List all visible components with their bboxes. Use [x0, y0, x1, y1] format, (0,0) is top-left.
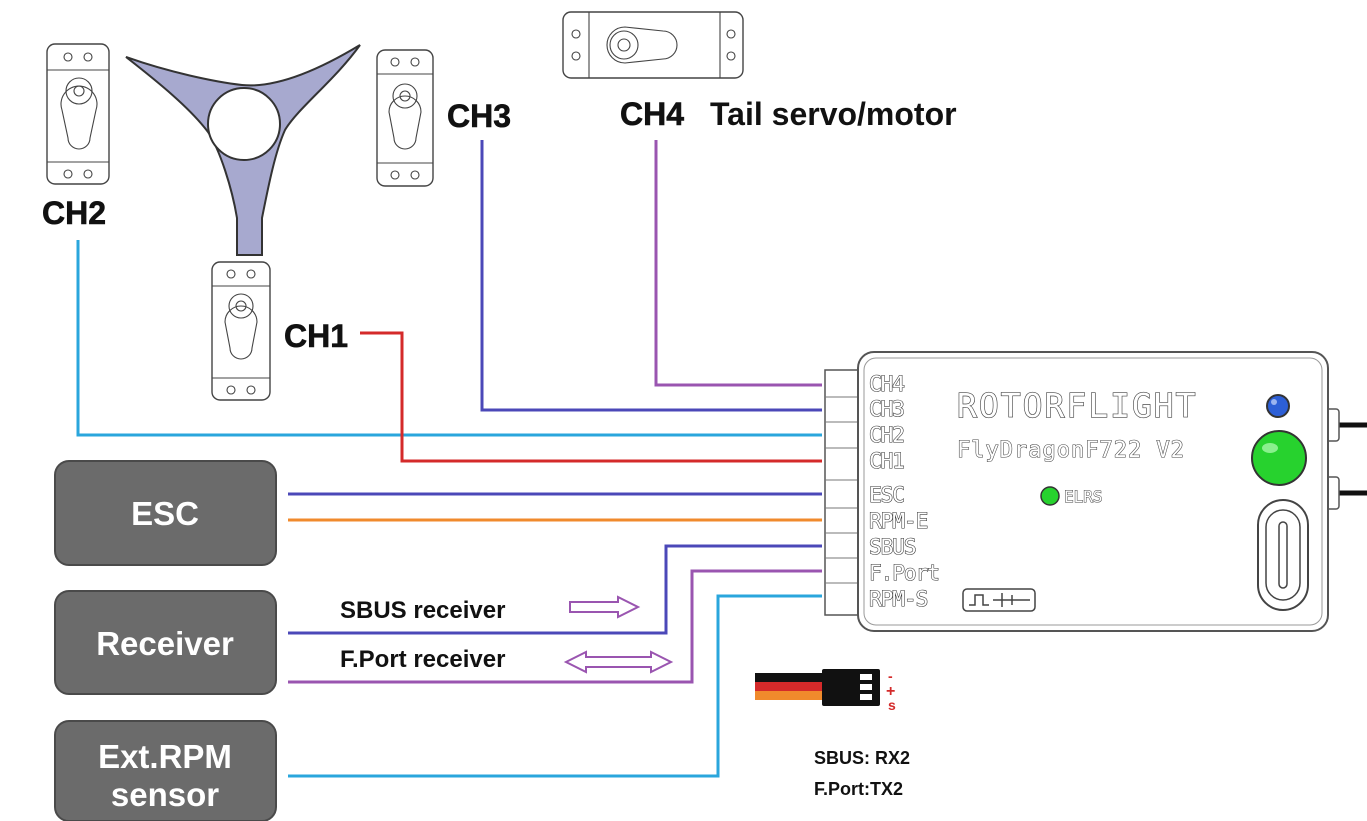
pin-rpm-e: RPM-E — [869, 509, 928, 533]
board-model: FlyDragonF722 V2 — [957, 438, 1185, 463]
ext-rpm-label-line2: sensor — [111, 776, 219, 813]
swashplate-icon — [125, 44, 361, 256]
pin-ch3: CH3 — [869, 397, 904, 421]
fport-wire — [288, 569, 822, 684]
fport-bidirectional-arrow-icon — [563, 650, 674, 674]
elrs-label: ELRS — [1064, 487, 1103, 506]
pin-ch1: CH1 — [869, 449, 904, 473]
pin-sbus: SBUS — [869, 535, 916, 559]
ext-rpm-label-line1: Ext.RPM — [98, 738, 232, 775]
elrs-led-icon — [1040, 486, 1060, 506]
pin-ch2: CH2 — [869, 423, 904, 447]
esc-label: ESC — [131, 495, 199, 532]
pulse-symbol-icon — [962, 588, 1036, 612]
ch4-wire — [654, 140, 822, 387]
sbus-receiver-label: SBUS receiver — [340, 597, 505, 624]
ch3-label: CH3 — [447, 98, 511, 134]
pin-esc: ESC — [869, 483, 904, 507]
pin-header-slots — [825, 396, 860, 584]
ch3-wire — [480, 140, 822, 412]
blue-led-icon — [1266, 394, 1290, 418]
ch2-wire — [76, 240, 822, 437]
ext-rpm-sensor-box: Ext.RPM sensor — [54, 720, 277, 821]
tail-servo-label: Tail servo/motor — [710, 96, 957, 132]
flight-controller: CH4 CH3 CH2 CH1 ESC RPM-E SBUS F.Port RP… — [824, 351, 1367, 632]
sbus-uart-note: SBUS: RX2 — [814, 748, 910, 768]
esc-box: ESC — [54, 460, 277, 566]
pin-fport: F.Port — [869, 561, 939, 585]
sbus-wire — [288, 544, 822, 635]
plug-signal-label: s — [888, 697, 896, 713]
wires — [76, 140, 822, 778]
rpm-s-wire — [288, 594, 822, 778]
pin-rpm-s: RPM-S — [869, 587, 928, 611]
fport-uart-note: F.Port:TX2 — [814, 779, 903, 799]
ch4-servo-icon — [562, 11, 744, 79]
ch1-servo-icon — [211, 261, 271, 401]
ch4-label: CH4 — [620, 96, 684, 132]
receiver-label: Receiver — [96, 625, 234, 662]
bind-button-icon — [1251, 430, 1307, 486]
ch3-servo-icon — [376, 49, 434, 187]
servo-plug-icon: - + s — [755, 668, 896, 713]
usb-port-icon — [1257, 499, 1309, 611]
pin-ch4: CH4 — [869, 372, 904, 396]
ch1-label: CH1 — [284, 318, 348, 354]
fport-receiver-label: F.Port receiver — [340, 646, 505, 673]
receiver-box: Receiver — [54, 590, 277, 695]
plug-plus-label: + — [886, 683, 895, 700]
ch2-label: CH2 — [42, 195, 106, 231]
sbus-arrow-icon — [569, 595, 641, 619]
board-brand: ROTORFLIGHT — [957, 386, 1198, 425]
ch1-wire — [360, 331, 822, 463]
ch2-servo-icon — [46, 43, 110, 185]
plug-minus-label: - — [888, 668, 893, 684]
